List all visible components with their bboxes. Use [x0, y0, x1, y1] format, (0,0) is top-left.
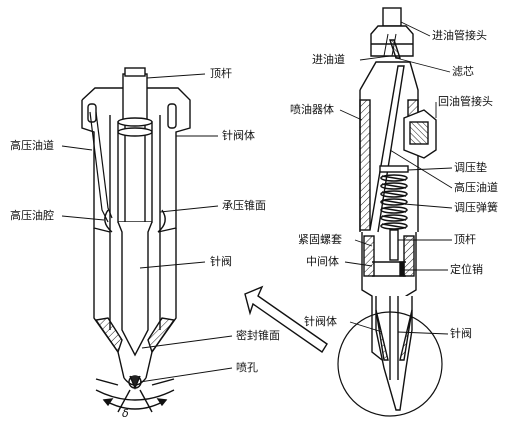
- label-top-rod-left: 顶杆: [210, 67, 232, 80]
- nozzle-assembly: [81, 67, 191, 413]
- label-inlet-channel: 进油道: [312, 53, 345, 66]
- left-leaders: [61, 73, 233, 383]
- label-needle-valve-right: 针阀: [450, 327, 472, 340]
- label-seal-cone: 密封锥面: [236, 329, 280, 342]
- label-needle-body-left: 针阀体: [222, 129, 255, 142]
- label-needle-body-right: 针阀体: [304, 315, 337, 328]
- label-injector-body: 喷油器体: [290, 103, 334, 116]
- label-pressure-spring: 调压弹簧: [454, 201, 498, 214]
- label-inlet-fitting: 进油管接头: [432, 29, 487, 42]
- label-hp-channel-right: 高压油道: [454, 181, 498, 194]
- label-return-fitting: 回油管接头: [438, 95, 493, 108]
- label-tight-nut: 紧固螺套: [298, 233, 342, 246]
- right-leaders: [339, 21, 453, 335]
- label-spray-angle: δ: [122, 407, 129, 420]
- label-hp-chamber: 高压油腔: [10, 209, 54, 222]
- needle-body-outline-right: [81, 87, 191, 233]
- needle-body-outline-left: [81, 100, 111, 233]
- label-pressure-cone: 承压锥面: [222, 199, 266, 212]
- label-adjust-shim: 调压垫: [454, 161, 487, 174]
- label-filter-core: 滤芯: [452, 65, 474, 78]
- label-top-rod-right: 顶杆: [454, 233, 476, 246]
- label-needle-valve-left: 针阀: [210, 255, 232, 268]
- label-hp-channel-left: 高压油道: [10, 139, 54, 152]
- label-middle-body: 中间体: [306, 255, 339, 268]
- injector-assembly: [337, 7, 443, 417]
- label-locating-pin: 定位销: [450, 263, 483, 276]
- label-nozzle-hole: 喷孔: [236, 361, 258, 374]
- direction-arrow: [244, 285, 328, 353]
